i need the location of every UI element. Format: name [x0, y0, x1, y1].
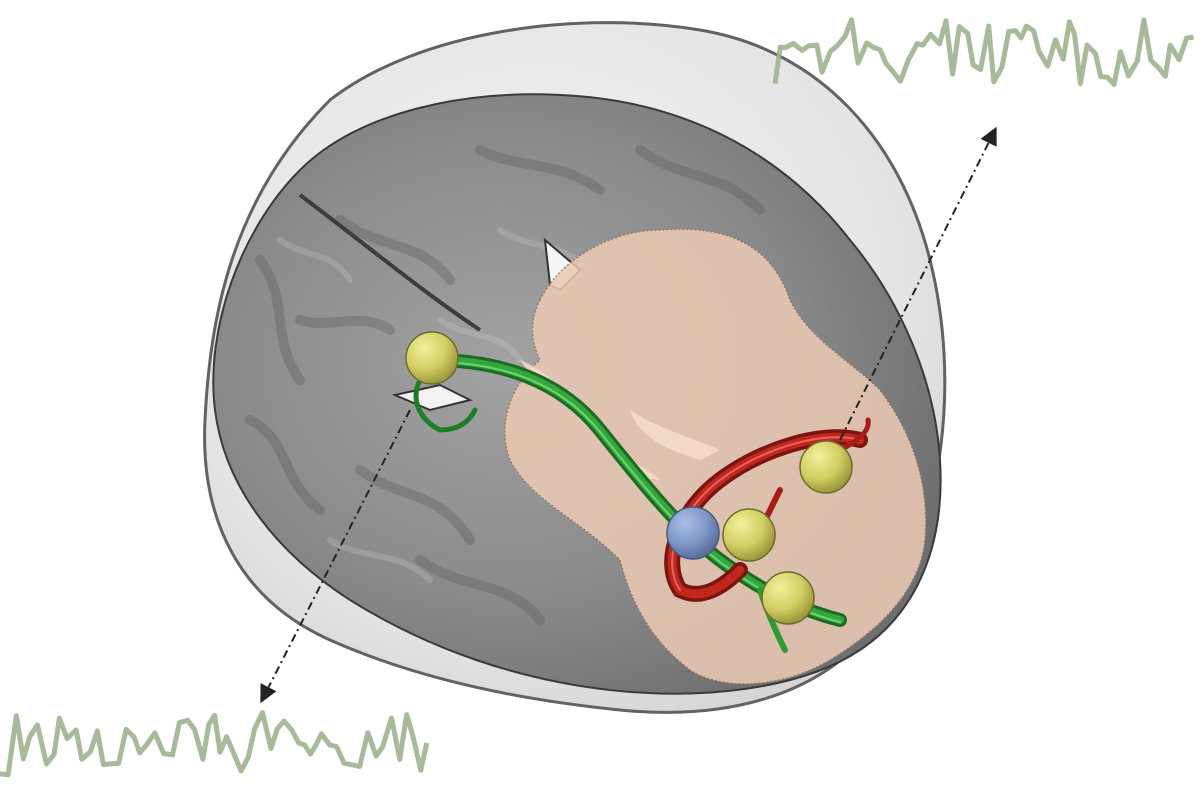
interhemispheric-fissure: [298, 193, 482, 332]
arrow-to-bottom-left-signal: [260, 409, 411, 704]
signal-trace-top-right: [772, 17, 1194, 87]
node-right-middle: [722, 508, 776, 562]
node-right-upper: [799, 440, 853, 494]
node-left: [405, 331, 459, 385]
node-center: [666, 506, 720, 560]
tissue-region: [504, 228, 927, 685]
arrow-to-top-right-signal: [839, 126, 997, 441]
signal-trace-bottom-left: [0, 710, 430, 778]
node-right-lower: [761, 571, 815, 625]
